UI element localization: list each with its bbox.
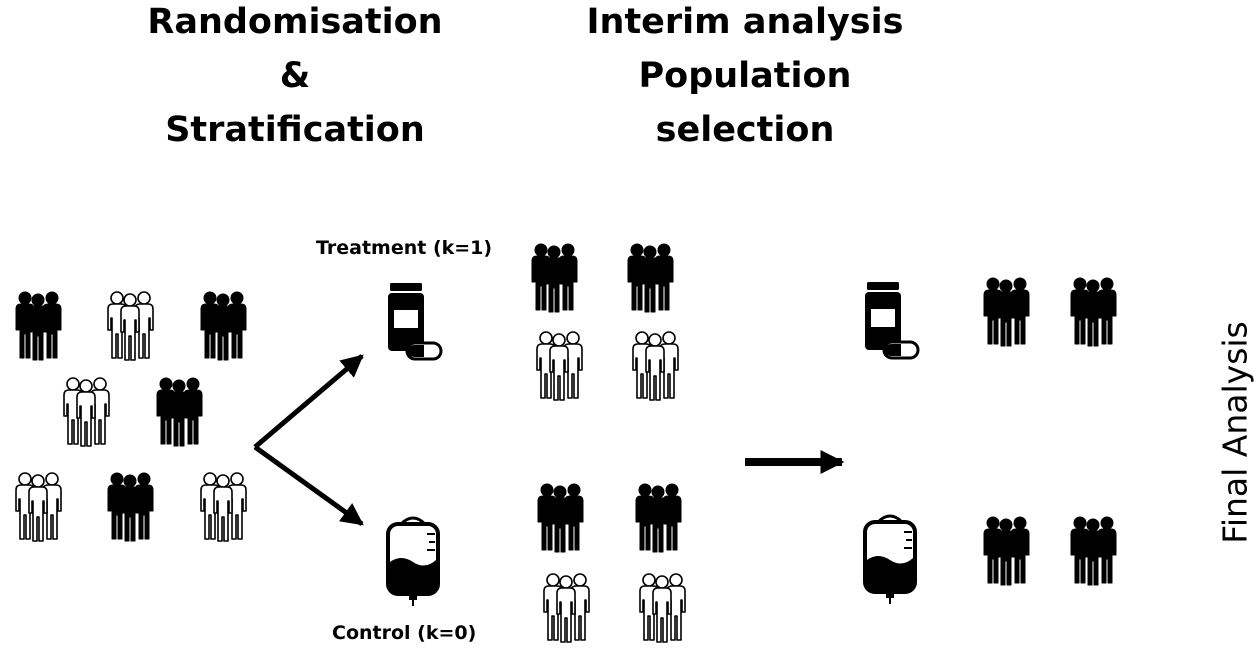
interim-heading-line-1: Interim analysis — [586, 2, 904, 42]
person-icon — [640, 245, 660, 313]
person-group — [536, 331, 583, 401]
person-group — [639, 573, 686, 643]
person-icon — [652, 575, 672, 643]
person-group — [107, 291, 154, 361]
randomisation-heading: Randomisation & Stratification — [145, 0, 445, 157]
person-icon — [76, 379, 96, 447]
person-icon — [662, 483, 682, 551]
person-icon — [556, 575, 576, 643]
person-icon — [120, 293, 140, 361]
arrow-icon — [253, 354, 364, 449]
person-icon — [996, 279, 1016, 347]
person-group — [543, 573, 590, 643]
person-icon — [550, 485, 570, 553]
person-icon — [549, 333, 569, 401]
person-group — [1070, 277, 1117, 347]
person-group — [635, 483, 682, 553]
control-label: Control (k=0) — [332, 622, 477, 644]
person-group — [1070, 516, 1117, 586]
interim-heading-line-2: Population — [638, 56, 852, 96]
person-icon — [648, 485, 668, 553]
person-icon — [120, 474, 140, 542]
randomisation-heading-line-2: & — [279, 56, 311, 96]
branch-arrows — [253, 354, 364, 527]
randomisation-heading-line-3: Stratification — [165, 110, 425, 150]
person-group — [15, 291, 62, 361]
person-icon — [544, 245, 564, 313]
person-icon — [28, 474, 48, 542]
person-group — [200, 291, 247, 361]
person-group — [537, 483, 584, 553]
treatment-label: Treatment (k=1) — [316, 237, 493, 259]
person-icon — [28, 293, 48, 361]
person-group — [983, 277, 1030, 347]
person-group — [627, 243, 674, 313]
person-icon — [213, 293, 233, 361]
person-icon — [1083, 518, 1103, 586]
pill-bottle-icon — [865, 282, 920, 360]
person-group — [63, 377, 110, 447]
person-group — [983, 516, 1030, 586]
iv-bag-icon — [386, 516, 440, 606]
person-group — [531, 243, 578, 313]
person-icon — [996, 518, 1016, 586]
person-icon — [169, 379, 189, 447]
arrow-icon — [253, 444, 364, 527]
person-icon — [645, 333, 665, 401]
interim-heading-line-3: selection — [655, 110, 835, 150]
person-group — [632, 331, 679, 401]
randomisation-heading-line-1: Randomisation — [147, 2, 443, 42]
person-group — [200, 472, 247, 542]
interim-heading: Interim analysis Population selection — [585, 0, 905, 157]
person-icon — [213, 474, 233, 542]
person-icon — [1083, 279, 1103, 347]
person-group — [107, 472, 154, 542]
person-group — [156, 377, 203, 447]
iv-bag-icon — [863, 514, 917, 604]
person-group — [15, 472, 62, 542]
pill-bottle-icon — [388, 283, 443, 361]
